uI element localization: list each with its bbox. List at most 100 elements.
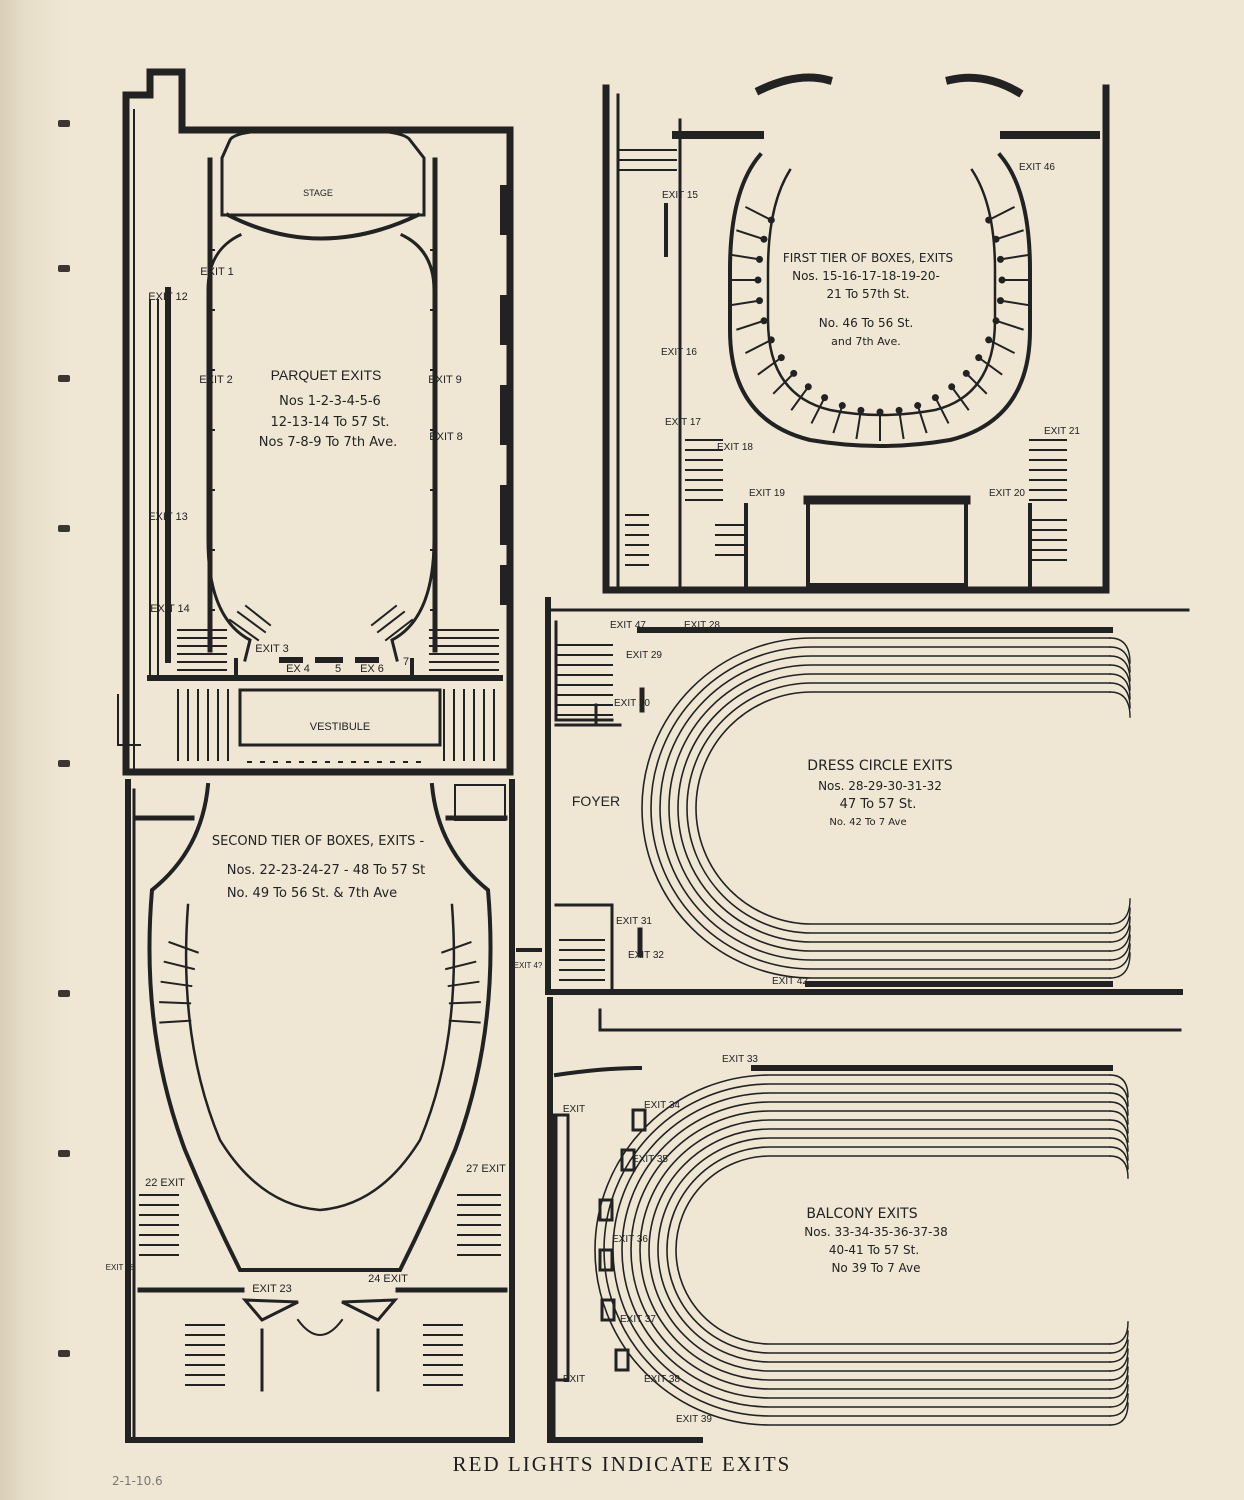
dress-circle-line-2: 47 To 57 St. (840, 797, 917, 812)
row-end (1109, 1321, 1129, 1345)
foyer-label: FOYER (572, 793, 620, 809)
second-tier-line-2: No. 49 To 56 St. & 7th Ave (227, 886, 397, 901)
seat-row (657, 1137, 1111, 1363)
vestibule-label: VESTIBULE (310, 721, 371, 733)
box-partition-end (767, 216, 775, 224)
dress-circle-heading: DRESS CIRCLE EXITS (807, 758, 953, 774)
exit-label: 5 (335, 663, 341, 675)
staple-hole (58, 265, 70, 272)
binding-edge (0, 0, 70, 1500)
box-partition (810, 396, 826, 424)
seat-row (659, 655, 1111, 961)
row-end (1109, 1366, 1129, 1390)
box-partition-end (821, 394, 829, 402)
box-partition (934, 396, 950, 424)
box-partition-end (914, 402, 922, 410)
exit-label: 22 EXIT (145, 1177, 185, 1189)
exit-label: EXIT 18 (717, 442, 753, 453)
exit-label: EXIT 32 (628, 950, 664, 961)
exit-label: EXIT 8 (429, 431, 462, 443)
row-end (1109, 1074, 1129, 1098)
exit-label: EXIT 39 (676, 1414, 712, 1425)
box-partition-end (975, 354, 983, 362)
row-end (1109, 1119, 1129, 1143)
box-partition-end (985, 216, 993, 224)
box-partition (444, 960, 477, 971)
box-partition (977, 356, 1003, 376)
box-partition (916, 404, 928, 434)
page-title: RED LIGHTS INDICATE EXITS (452, 1452, 792, 1476)
exit-label: EXIT 4? (514, 961, 543, 970)
row-end (1109, 934, 1131, 961)
row-end (1109, 664, 1131, 691)
box-partition (448, 1001, 481, 1005)
staple-hole (58, 1350, 70, 1357)
second-tier-heading: SECOND TIER OF BOXES, EXITS - (212, 834, 425, 849)
box-partition (160, 980, 193, 988)
exit-label: EXIT 48 (106, 1263, 135, 1272)
exit-label: EXIT 46 (1019, 162, 1055, 173)
row-end (1109, 1402, 1129, 1426)
box-partition-end (756, 297, 764, 305)
dress-circle-exit-labels: EXIT 47 EXIT 28 EXIT 29 EXIT 30 EXIT 31 … (610, 620, 808, 987)
box-partition (897, 409, 905, 440)
staple-hole (58, 120, 70, 127)
row-end (1109, 1393, 1129, 1417)
row-end (1109, 1137, 1129, 1161)
box-partition (447, 980, 480, 988)
seat-row (621, 1101, 1111, 1399)
box-partition-end (895, 406, 903, 414)
box-partition (736, 319, 766, 331)
seat-row (668, 664, 1111, 952)
dress-circle-seat-rows (641, 637, 1131, 979)
exit-label: EXIT (563, 1374, 585, 1385)
parquet-line-2: 12-13-14 To 57 St. (270, 415, 389, 430)
box-partition-end (998, 276, 1006, 284)
exit-label: EX 4 (286, 663, 310, 675)
first-tier-box-partitions (729, 206, 1031, 441)
parquet-heading: PARQUET EXITS (271, 367, 382, 383)
box-partition-end (756, 255, 764, 263)
exit-label: EXIT 1 (200, 266, 233, 278)
first-tier-exit-labels: EXIT 15 EXIT 16 EXIT 17 EXIT 18 EXIT 19 … (661, 162, 1080, 499)
exit-label: 7 (403, 656, 409, 668)
first-tier-line-3: No. 46 To 56 St. (819, 316, 914, 330)
exit-label: EXIT 47 (610, 620, 646, 631)
row-end (1109, 1155, 1129, 1179)
box-partition (745, 338, 773, 354)
row-end (1109, 925, 1131, 952)
row-end (1109, 916, 1131, 943)
staple-hole (58, 990, 70, 997)
box-partition (987, 338, 1015, 354)
balcony-heading: BALCONY EXITS (806, 1206, 917, 1222)
staple-hole (58, 525, 70, 532)
staple-hole (58, 375, 70, 382)
row-end (1109, 1339, 1129, 1363)
balcony-exit-labels: EXIT 33 EXIT 34 EXIT 35 EXIT 36 EXIT 37 … (563, 1054, 759, 1425)
row-end (1109, 637, 1131, 664)
row-end (1109, 1128, 1129, 1152)
exit-label: EXIT 16 (661, 347, 697, 358)
exit-label: EXIT 37 (620, 1314, 656, 1325)
second-tier-line-1: Nos. 22-23-24-27 - 48 To 57 St (227, 863, 425, 878)
dress-circle-line-1: Nos. 28-29-30-31-32 (818, 779, 942, 793)
exit-label: EXIT 38 (644, 1374, 680, 1385)
exit-label: EXIT 29 (626, 650, 662, 661)
balcony-line-2: 40-41 To 57 St. (829, 1243, 919, 1257)
box-partition (950, 385, 970, 411)
row-end (1109, 907, 1131, 934)
first-tier-line-2: 21 To 57th St. (826, 287, 909, 301)
dress-circle-line-3: No. 42 To 7 Ave (829, 817, 906, 828)
exit-label: EXIT 31 (616, 916, 652, 927)
seat-row (603, 1083, 1111, 1417)
box-partition-end (754, 276, 762, 284)
box-partition (730, 299, 761, 307)
seat-row (594, 1074, 1111, 1426)
parquet-box-seats (209, 249, 436, 611)
box-partition-end (931, 394, 939, 402)
first-tier-plan (602, 73, 1110, 594)
row-end (1109, 1083, 1129, 1107)
exit-label: EXIT 19 (749, 488, 785, 499)
seat-row (612, 1092, 1111, 1408)
